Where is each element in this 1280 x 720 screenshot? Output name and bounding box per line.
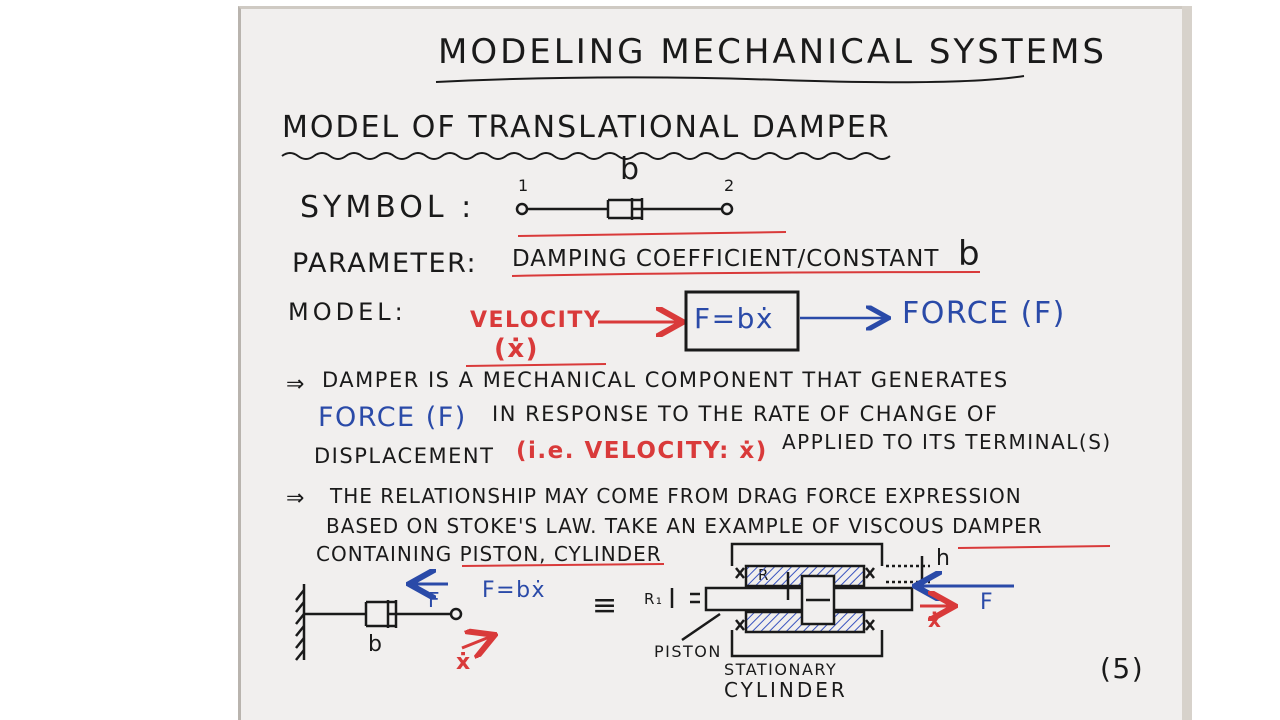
page-title: MODELING MECHANICAL SYSTEMS [438, 32, 1108, 72]
velocity-underline [465, 363, 607, 367]
left-b-label: b [368, 632, 384, 657]
subtitle-underline [281, 152, 891, 160]
force-output-label: FORCE (F) [902, 296, 1066, 331]
parameter-value: DAMPING COEFFICIENT/CONSTANT [512, 246, 940, 272]
terminal-1-label: 1 [518, 176, 530, 195]
left-damper [295, 584, 463, 661]
cylinder-label-2: CYLINDER [724, 678, 848, 702]
bullet-1-marker: ⇒ [286, 372, 306, 397]
bullet-2-line-2: BASED ON STOKE'S LAW. TAKE AN EXAMPLE OF… [326, 514, 1043, 538]
title-underline [435, 75, 1025, 84]
right-force-label: F [980, 590, 995, 615]
symbol-param-letter: b [620, 152, 641, 187]
bullet-1-line-3-start: DISPLACEMENT [314, 444, 495, 468]
subtitle: MODEL OF TRANSLATIONAL DAMPER [282, 110, 891, 145]
model-box-equation: F=bẋ [694, 302, 774, 335]
parameter-underline [511, 271, 981, 277]
velocity-label: VELOCITY [470, 308, 602, 333]
left-equation: F=bẋ [482, 578, 547, 603]
parameter-label: PARAMETER: [292, 248, 478, 279]
bullet-1-velocity: (i.e. VELOCITY: ẋ) [516, 438, 768, 464]
piston-cylinder-underline [461, 563, 665, 567]
symbol-red-underline [517, 231, 787, 237]
left-force-label: F [428, 588, 442, 612]
damper-symbol [515, 198, 734, 220]
symbol-label: SYMBOL : [300, 190, 476, 225]
piston-label: PISTON [654, 642, 722, 661]
bullet-1-force: FORCE (F) [318, 402, 467, 433]
bullet-2-line-1: THE RELATIONSHIP MAY COME FROM DRAG FORC… [330, 484, 1022, 508]
h-label: h [936, 546, 952, 571]
bullet-2-marker: ⇒ [286, 486, 306, 511]
board-frame [1182, 6, 1192, 720]
equivalence-symbol: ≡ [592, 588, 619, 623]
model-box [684, 290, 800, 352]
piston-cylinder [670, 542, 930, 658]
page-number: (5) [1100, 652, 1145, 685]
r1-label: R₁ [644, 590, 664, 608]
parameter-letter: b [958, 234, 982, 274]
model-label: MODEL: [288, 298, 407, 326]
left-velocity-arrow [461, 636, 492, 648]
terminal-2-label: 2 [724, 176, 736, 195]
bullet-1-line-2: IN RESPONSE TO THE RATE OF CHANGE OF [492, 402, 999, 426]
viscous-damper-underline [957, 545, 1111, 549]
bullet-1-line-3-end: APPLIED TO ITS TERMINAL(S) [782, 430, 1112, 454]
cylinder-label-1: STATIONARY [724, 660, 838, 679]
bullet-1-line-1: DAMPER IS A MECHANICAL COMPONENT THAT GE… [322, 368, 1009, 392]
model-box-text: F=bẋ [694, 302, 774, 335]
velocity-symbol: (ẋ) [494, 334, 540, 364]
bullet-2-line-3: CONTAINING PISTON, CYLINDER [316, 542, 662, 566]
